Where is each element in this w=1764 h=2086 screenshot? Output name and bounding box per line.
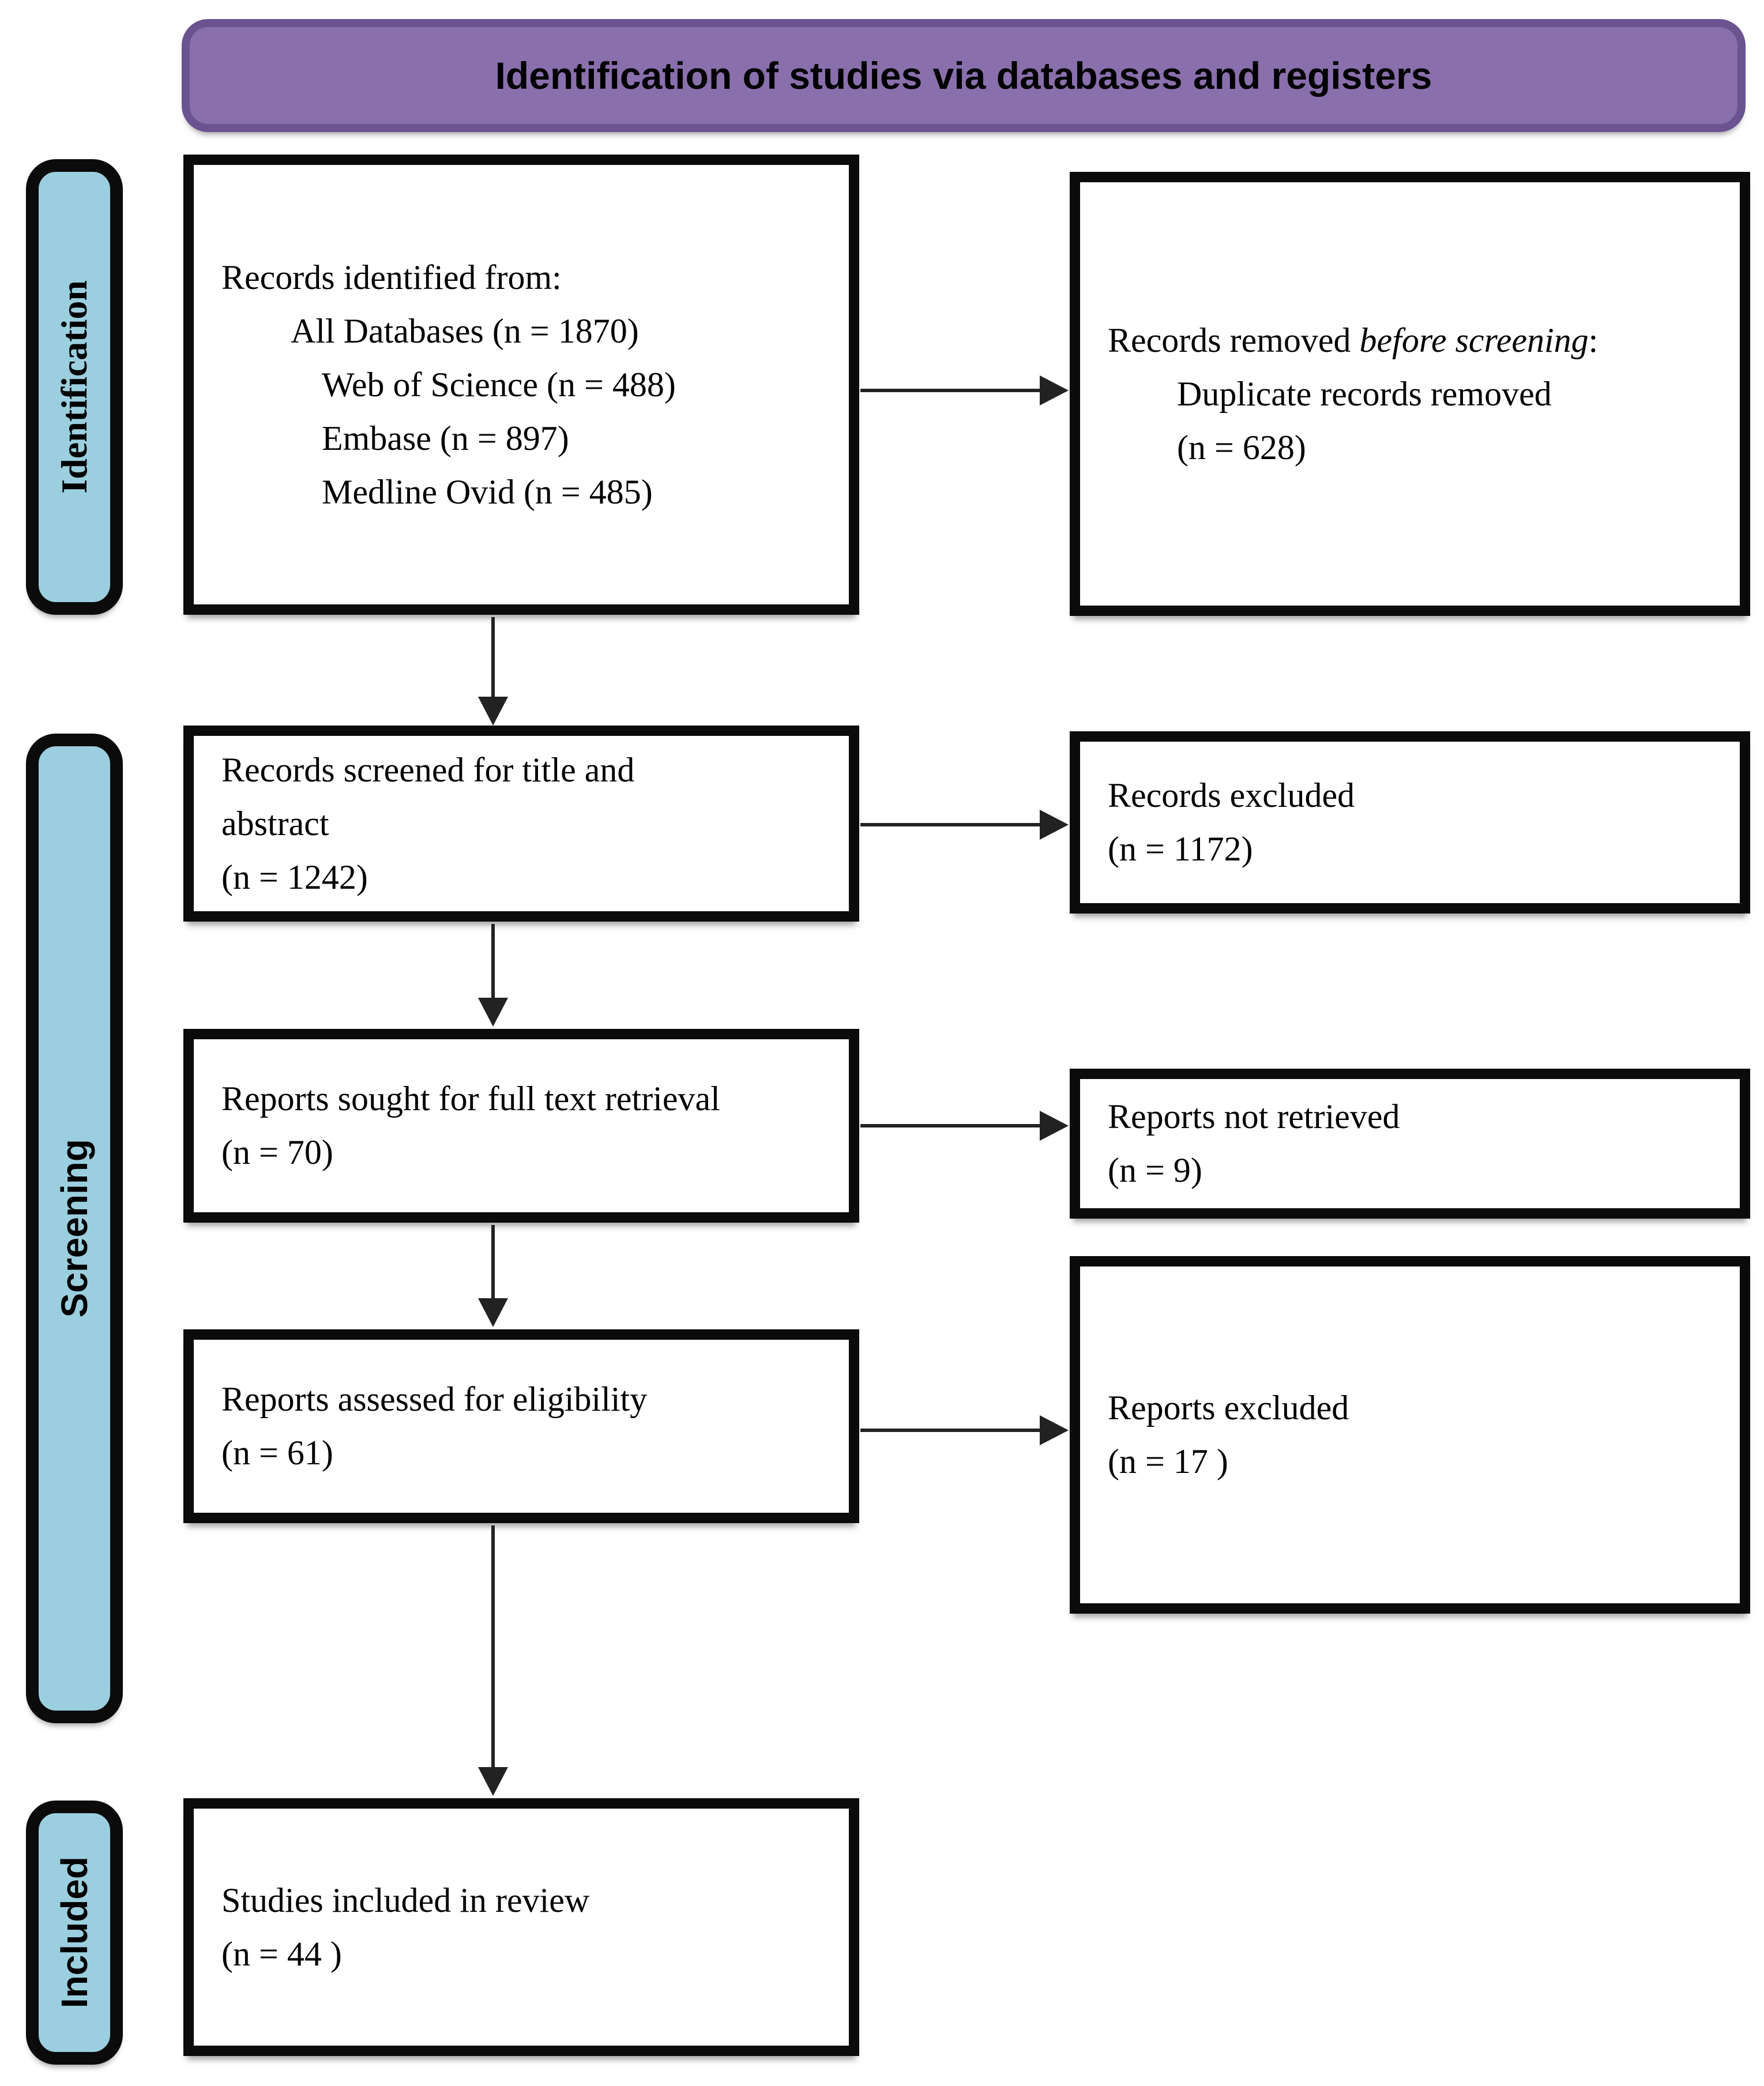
- reports-not-retrieved-count: (n = 9): [1108, 1151, 1202, 1189]
- arrow-sought-to-assessed: [491, 1225, 495, 1301]
- arrow-assessed-to-reports-excluded: [860, 1429, 1042, 1432]
- reports-sought-text: Reports sought for full text retrieval: [221, 1080, 720, 1118]
- arrowhead-assessed-to-reports-excluded: [1040, 1415, 1069, 1445]
- arrow-assessed-to-included: [491, 1525, 495, 1769]
- records-screened-text2: abstract: [221, 804, 329, 843]
- box-reports-not-retrieved: Reports not retrieved (n = 9): [1070, 1069, 1750, 1219]
- arrow-identified-to-removed: [860, 389, 1042, 392]
- reports-excluded-count: (n = 17 ): [1108, 1442, 1228, 1480]
- header-banner: Identification of studies via databases …: [182, 19, 1746, 132]
- records-removed-heading: Records removed before screening:: [1080, 314, 1740, 367]
- arrow-sought-to-not-retrieved: [860, 1124, 1042, 1127]
- records-removed-prefix: Records removed: [1108, 321, 1360, 359]
- reports-excluded-text: Reports excluded: [1108, 1389, 1349, 1427]
- box-records-identified: Records identified from: All Databases (…: [183, 155, 859, 615]
- records-identified-medline-ovid: Medline Ovid (n = 485): [322, 472, 653, 511]
- header-title: Identification of studies via databases …: [495, 54, 1432, 97]
- stage-pill-included: Included: [26, 1801, 123, 2065]
- arrowhead-assessed-to-included: [478, 1767, 508, 1796]
- stage-pill-identification: Identification: [26, 159, 123, 615]
- arrowhead-screened-to-excluded: [1040, 810, 1069, 840]
- reports-assessed-text: Reports assessed for eligibility: [221, 1380, 648, 1418]
- records-removed-italic: before screening: [1359, 321, 1589, 359]
- box-reports-sought: Reports sought for full text retrieval (…: [183, 1029, 859, 1223]
- records-removed-duplicates: Duplicate records removed: [1177, 374, 1552, 413]
- records-identified-web-of-science: Web of Science (n = 488): [322, 365, 676, 404]
- arrowhead-sought-to-not-retrieved: [1040, 1111, 1069, 1141]
- stage-label-included: Included: [54, 1856, 95, 2009]
- records-excluded-count: (n = 1172): [1108, 830, 1253, 868]
- box-records-screened: Records screened for title and abstract …: [183, 726, 859, 922]
- arrowhead-screened-to-sought: [478, 998, 508, 1027]
- reports-assessed-count: (n = 61): [221, 1434, 333, 1472]
- arrowhead-sought-to-assessed: [478, 1298, 508, 1327]
- box-studies-included: Studies included in review (n = 44 ): [183, 1798, 859, 2056]
- box-records-excluded: Records excluded (n = 1172): [1070, 731, 1750, 914]
- stage-label-screening: Screening: [54, 1139, 95, 1318]
- arrowhead-identified-to-removed: [1040, 375, 1069, 405]
- arrowhead-identified-to-screened: [478, 697, 508, 726]
- studies-included-count: (n = 44 ): [221, 1934, 342, 1973]
- stage-label-identification: Identification: [54, 280, 95, 494]
- records-removed-suffix: :: [1588, 321, 1598, 359]
- stage-pill-screening: Screening: [26, 734, 123, 1723]
- reports-sought-count: (n = 70): [221, 1133, 333, 1171]
- box-reports-assessed: Reports assessed for eligibility (n = 61…: [183, 1329, 859, 1523]
- arrow-screened-to-sought: [491, 924, 495, 1000]
- records-screened-text1: Records screened for title and: [221, 750, 635, 789]
- records-screened-count: (n = 1242): [221, 858, 368, 896]
- box-reports-excluded: Reports excluded (n = 17 ): [1070, 1256, 1750, 1614]
- records-removed-count: (n = 628): [1177, 428, 1306, 467]
- records-identified-heading: Records identified from:: [221, 258, 562, 296]
- reports-not-retrieved-text: Reports not retrieved: [1108, 1098, 1400, 1136]
- records-identified-embase: Embase (n = 897): [322, 419, 569, 457]
- arrow-identified-to-screened: [491, 617, 495, 699]
- studies-included-text: Studies included in review: [221, 1881, 590, 1919]
- arrow-screened-to-excluded: [860, 823, 1042, 826]
- records-identified-all-databases: All Databases (n = 1870): [291, 311, 639, 350]
- box-records-removed: Records removed before screening: Duplic…: [1070, 172, 1750, 616]
- records-excluded-text: Records excluded: [1108, 776, 1355, 814]
